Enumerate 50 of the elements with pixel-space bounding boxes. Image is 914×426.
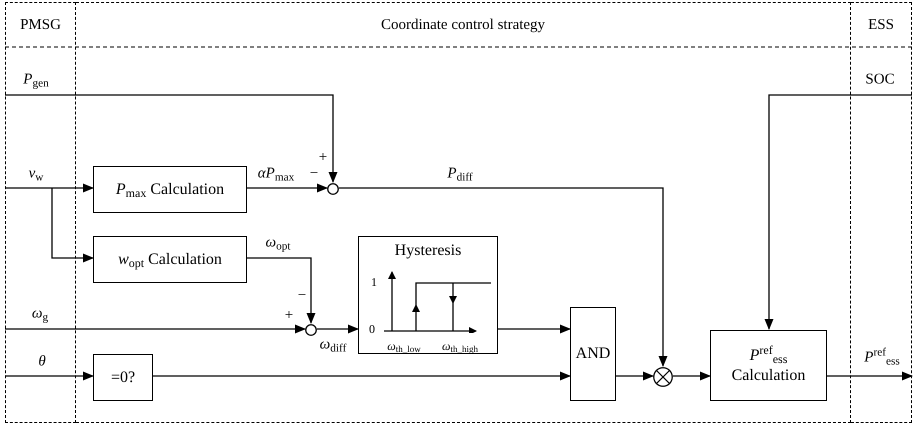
edge-label: v$_{w}$ xyxy=(28,166,44,182)
arrow xyxy=(317,324,359,334)
edge-label: θ xyxy=(38,354,46,370)
sign-label: + xyxy=(284,308,294,324)
process-box xyxy=(710,330,827,401)
region-title: Coordinate control strategy xyxy=(380,16,546,35)
arrow xyxy=(153,372,571,380)
block-label: Hysteresis xyxy=(394,241,462,261)
sign-label: − xyxy=(310,166,318,182)
edge-label: ω$_{opt}$ xyxy=(266,236,290,250)
arrow xyxy=(247,184,328,192)
hysteresis-block xyxy=(358,236,498,354)
block-label: w$_{opt}$ Calculation xyxy=(118,250,222,270)
edge-label: P$_{diff}$ xyxy=(447,166,473,182)
arrow xyxy=(247,257,316,324)
arrow xyxy=(51,188,94,262)
edge-label: ω$_{diff}$ xyxy=(320,338,346,352)
arrow xyxy=(764,94,912,330)
axis-label: 1 xyxy=(371,276,377,288)
arrow xyxy=(5,324,306,334)
arrow xyxy=(616,372,654,380)
sign-label: − xyxy=(298,288,306,304)
region-band xyxy=(5,2,76,423)
block-label: AND xyxy=(576,344,610,364)
region-title: ESS xyxy=(868,16,894,35)
edge-label: SOC xyxy=(865,72,895,88)
sign-label: + xyxy=(318,150,328,166)
axis-label: ω$_{th_low}$ xyxy=(387,340,421,352)
process-box xyxy=(93,354,153,401)
arrow xyxy=(5,372,94,380)
arrow xyxy=(339,187,668,367)
region-title: PMSG xyxy=(20,16,61,35)
region-band xyxy=(76,2,851,423)
edge-label: P$_{gen}$ xyxy=(23,72,49,88)
arrow xyxy=(498,324,571,334)
arrow xyxy=(5,94,338,183)
arrow xyxy=(5,184,94,192)
block-label: P$_{max}$ Calculation xyxy=(116,180,224,200)
block-label: Calculation xyxy=(732,366,806,386)
arrow xyxy=(827,372,913,380)
block-label: =0? xyxy=(110,368,136,388)
process-box xyxy=(93,166,247,213)
process-box xyxy=(93,236,247,283)
edge-label: ω$_{g}$ xyxy=(32,306,48,322)
axis-label: 0 xyxy=(369,323,375,335)
logic-gate-box xyxy=(570,307,616,401)
axis-label: ω$_{th_high}$ xyxy=(442,340,478,352)
arrow xyxy=(673,372,711,380)
edge-label: αP$_{max}$ xyxy=(258,166,294,182)
region-band xyxy=(851,2,912,423)
